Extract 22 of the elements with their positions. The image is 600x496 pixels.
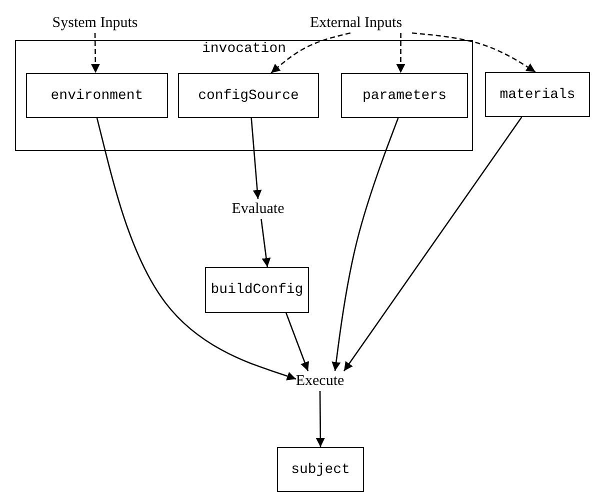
group-box bbox=[15, 40, 473, 151]
text-label: System Inputs bbox=[52, 14, 138, 32]
process-box: subject bbox=[277, 447, 364, 492]
arrow bbox=[332, 118, 399, 372]
process-box: materials bbox=[485, 72, 590, 117]
arrow bbox=[96, 118, 296, 380]
arrow bbox=[316, 391, 325, 447]
process-box: configSource bbox=[178, 73, 319, 118]
process-box: parameters bbox=[341, 73, 468, 118]
process-box: buildConfig bbox=[205, 267, 309, 313]
arrow bbox=[343, 116, 522, 372]
arrow bbox=[250, 118, 262, 200]
process-box: environment bbox=[26, 73, 168, 118]
arrow bbox=[396, 33, 406, 73]
text-label: External Inputs bbox=[310, 14, 402, 32]
text-label: Evaluate bbox=[232, 200, 284, 218]
arrow bbox=[260, 218, 271, 268]
arrow bbox=[90, 33, 100, 73]
arrow bbox=[270, 32, 351, 74]
arrow bbox=[412, 32, 536, 73]
text-label: Execute bbox=[296, 372, 344, 390]
arrow bbox=[286, 312, 310, 372]
